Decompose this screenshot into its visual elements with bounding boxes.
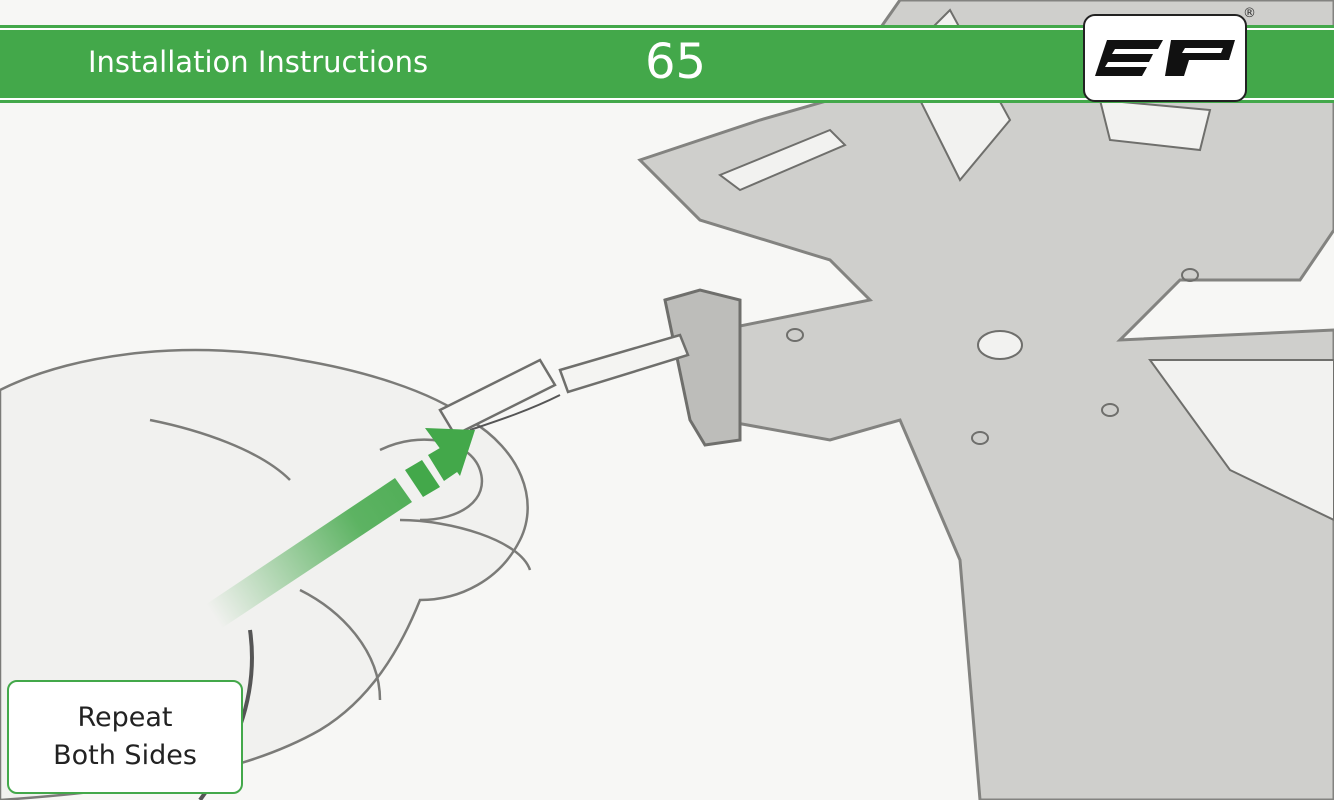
page-number: 65	[645, 34, 706, 90]
callout-line-1: Repeat	[77, 699, 172, 737]
bracket-plate	[640, 0, 1334, 800]
page-title: Installation Instructions	[88, 44, 428, 80]
ep-logo-icon	[1083, 14, 1247, 102]
registered-mark: ®	[1243, 6, 1256, 21]
light-socket	[560, 335, 688, 392]
ep-logo-mark	[1085, 16, 1245, 100]
callout-line-2: Both Sides	[53, 737, 197, 775]
repeat-both-sides-callout: Repeat Both Sides	[7, 680, 243, 794]
